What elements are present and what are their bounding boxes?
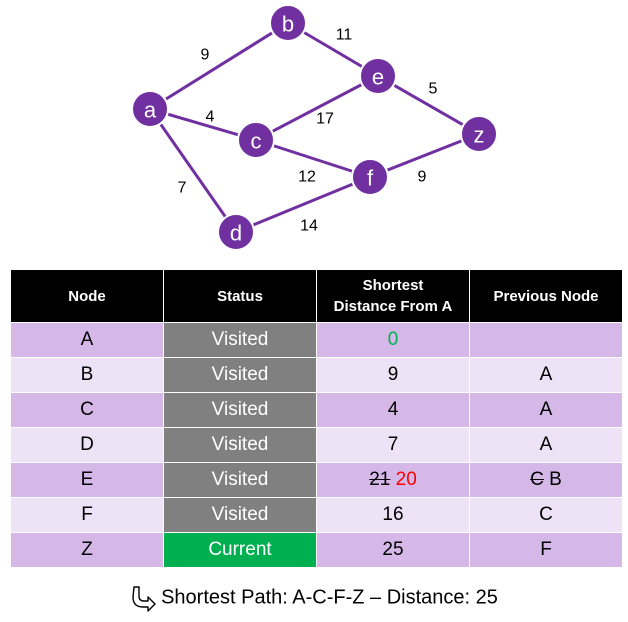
edge-d-f (235, 175, 371, 234)
node-f: f (351, 158, 389, 196)
edge-weight-e-z: 5 (429, 81, 438, 98)
curved-arrow-icon (132, 586, 156, 612)
node-d: d (217, 213, 255, 251)
node-label-d: d (230, 221, 242, 246)
node-cell: B (10, 357, 164, 393)
table-row: C Visited 4 A (10, 392, 623, 428)
edge-weight-d-f: 14 (300, 218, 318, 235)
previous-cell: C B (469, 462, 623, 498)
status-cell: Visited (163, 427, 317, 463)
node-circle-f (351, 158, 389, 196)
edge-f-z (369, 132, 480, 179)
node-label-f: f (367, 166, 374, 191)
header-node: Node (10, 269, 164, 323)
previous-cell (469, 322, 623, 358)
node-circle-c (237, 121, 275, 159)
previous-cell: A (469, 392, 623, 428)
table-header-row: Node Status Shortest Distance From A Pre… (10, 269, 623, 323)
status-cell-current: Current (163, 532, 317, 568)
previous-cell: C (469, 497, 623, 533)
header-distance: Shortest Distance From A (316, 269, 470, 323)
status-cell: Visited (163, 392, 317, 428)
shortest-path-summary: Shortest Path: A-C-F-Z – Distance: 25 (0, 584, 628, 618)
node-b: b (269, 4, 307, 42)
table-row: Z Current 25 F (10, 532, 623, 568)
edge-a-d (148, 108, 238, 233)
table-row: B Visited 9 A (10, 357, 623, 393)
edge-a-b (149, 21, 289, 111)
node-e: e (359, 57, 397, 95)
node-c: c (237, 121, 275, 159)
previous-cell: F (469, 532, 623, 568)
graph-diagram: 9 4 7 11 17 12 14 5 9 a b c d e f z (131, 4, 498, 251)
table-row: E Visited 21 20 C B (10, 462, 623, 498)
node-a: a (131, 90, 169, 128)
edge-weight-a-b: 9 (201, 47, 210, 64)
node-label-b: b (282, 12, 294, 37)
node-circle-e (359, 57, 397, 95)
node-label-a: a (144, 98, 157, 123)
old-distance-value: 21 (369, 469, 391, 490)
header-distance-line1: Shortest (362, 277, 424, 294)
edge-weight-a-c: 4 (206, 109, 215, 126)
node-circle-z (460, 115, 498, 153)
edge-c-f (255, 138, 371, 179)
distance-cell: 7 (316, 427, 470, 463)
header-previous: Previous Node (469, 269, 623, 323)
edge-weight-b-e: 11 (336, 27, 353, 44)
node-cell: A (10, 322, 164, 358)
header-status: Status (163, 269, 317, 323)
edge-weight-c-f: 12 (298, 169, 316, 186)
distance-cell: 4 (316, 392, 470, 428)
node-circle-d (217, 213, 255, 251)
shortest-path-text: Shortest Path: A-C-F-Z – Distance: 25 (161, 586, 498, 609)
distance-table: Node Status Shortest Distance From A Pre… (10, 269, 623, 568)
distance-cell: 9 (316, 357, 470, 393)
node-cell: Z (10, 532, 164, 568)
header-distance-line2: Distance From A (333, 298, 453, 315)
distance-cell: 0 (316, 322, 470, 358)
table-row: A Visited 0 (10, 322, 623, 358)
node-z: z (460, 115, 498, 153)
table-row: D Visited 7 A (10, 427, 623, 463)
node-cell: F (10, 497, 164, 533)
node-cell: C (10, 392, 164, 428)
status-cell: Visited (163, 357, 317, 393)
edge-e-z (377, 74, 480, 136)
edge-c-e (255, 74, 379, 142)
new-distance-value: 20 (395, 469, 417, 490)
node-circle-b (269, 4, 307, 42)
node-label-z: z (474, 123, 485, 148)
distance-cell: 21 20 (316, 462, 470, 498)
node-label-e: e (372, 65, 384, 90)
table-row: F Visited 16 C (10, 497, 623, 533)
status-cell: Visited (163, 322, 317, 358)
edge-weight-f-z: 9 (418, 169, 427, 186)
distance-value: 0 (387, 329, 399, 350)
node-cell: D (10, 427, 164, 463)
distance-cell: 25 (316, 532, 470, 568)
status-cell: Visited (163, 497, 317, 533)
node-label-c: c (251, 129, 262, 154)
node-cell: E (10, 462, 164, 498)
new-previous-value: B (549, 469, 562, 490)
distance-cell: 16 (316, 497, 470, 533)
edge-weight-c-e: 17 (316, 111, 334, 128)
previous-cell: A (469, 427, 623, 463)
status-cell: Visited (163, 462, 317, 498)
previous-cell: A (469, 357, 623, 393)
node-circle-a (131, 90, 169, 128)
old-previous-value: C (530, 469, 544, 490)
edge-weight-a-d: 7 (178, 180, 187, 197)
